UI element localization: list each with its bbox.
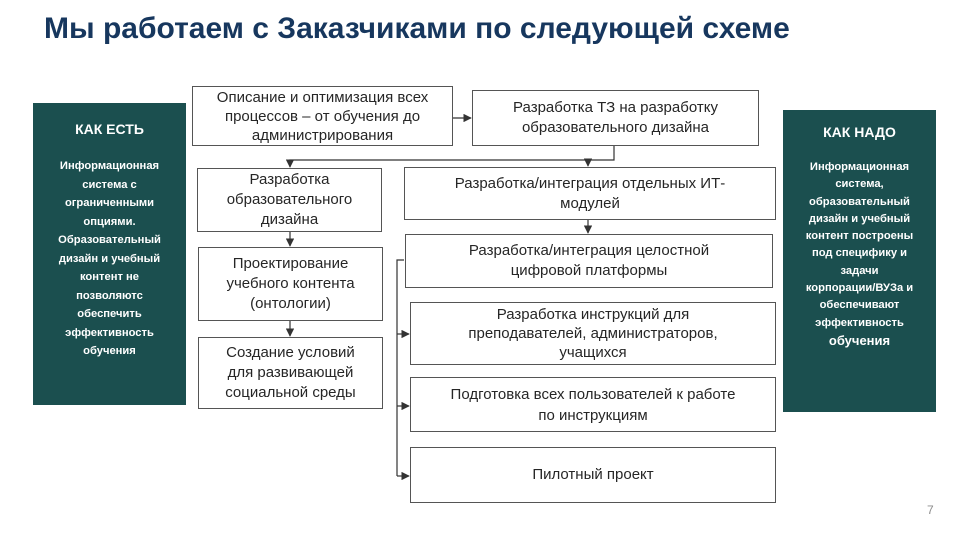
box-line: Разработка/интеграция отдельных ИТ- — [454, 174, 726, 192]
to-be-line: под специфику и — [811, 247, 908, 260]
tz-development-box: Разработка ТЗ на разработку образователь… — [472, 90, 759, 146]
arrow-tz-branch — [285, 146, 615, 168]
box-line: Пилотный проект — [532, 466, 654, 483]
box-line: для развивающей — [227, 364, 354, 381]
box-line: по инструкциям — [538, 406, 648, 424]
box-line: дизайна — [260, 211, 319, 228]
as-is-header: КАК ЕСТЬ — [75, 121, 144, 137]
to-be-line: эффективность — [815, 316, 904, 329]
social-environment-box: Создание условий для развивающей социаль… — [198, 337, 383, 409]
as-is-line: эффективность — [65, 326, 154, 339]
as-is-line: Образовательный — [58, 234, 161, 246]
process-description-box: Описание и оптимизация всех процессов – … — [192, 86, 453, 146]
as-is-panel: КАК ЕСТЬ Информационная система с ограни… — [33, 103, 186, 405]
box-line: модулей — [560, 194, 620, 212]
to-be-line: система, — [835, 178, 884, 191]
box-line: учащихся — [559, 344, 627, 361]
to-be-line: Информационная — [809, 161, 910, 173]
box-line: Создание условий — [226, 344, 355, 361]
content-design-box: Проектирование учебного контента (онтоло… — [198, 247, 383, 321]
to-be-line: задачи — [840, 264, 879, 277]
as-is-line: контент не — [79, 271, 140, 283]
box-line: Разработка инструкций для — [496, 306, 690, 323]
as-is-line: позволяютс — [76, 289, 143, 302]
as-is-line: опциями. — [83, 215, 136, 228]
as-is-line: обучения — [83, 345, 136, 357]
box-line: (онтологии) — [250, 295, 331, 312]
box-line: Описание и оптимизация всех — [216, 88, 429, 106]
to-be-panel: КАК НАДО Информационная система, образов… — [783, 110, 936, 412]
pilot-project-box: Пилотный проект — [410, 447, 776, 503]
box-line: администрирования — [251, 126, 394, 144]
as-is-line: ограниченными — [64, 197, 155, 209]
page-number: 7 — [927, 503, 934, 517]
to-be-line: образовательный — [809, 195, 910, 208]
box-line: процессов – от обучения до — [224, 107, 421, 125]
to-be-line: корпорации/ВУЗа и — [805, 282, 914, 295]
page-title: Мы работаем с Заказчиками по следующей с… — [44, 12, 790, 45]
digital-platform-box: Разработка/интеграция целостной цифровой… — [405, 234, 773, 288]
box-line: Разработка — [249, 171, 330, 188]
box-line: учебного контента — [226, 275, 355, 292]
box-line: социальной среды — [225, 384, 356, 401]
user-training-box: Подготовка всех пользователей к работе п… — [410, 377, 776, 432]
as-is-description: Информационная система с ограниченными о… — [41, 157, 178, 361]
box-line: Подготовка всех пользователей к работе — [450, 385, 736, 403]
to-be-line: контент построены — [805, 230, 914, 243]
it-modules-box: Разработка/интеграция отдельных ИТ- моду… — [404, 167, 776, 220]
as-is-line: дизайн и учебный — [58, 252, 161, 265]
box-line: Проектирование — [232, 255, 349, 272]
to-be-line: обучения — [828, 332, 891, 348]
arrow-platform-bracket — [396, 259, 404, 476]
instructions-box: Разработка инструкций для преподавателей… — [410, 302, 776, 365]
as-is-line: Информационная — [59, 160, 160, 172]
edu-design-box: Разработка образовательного дизайна — [197, 168, 382, 232]
to-be-line: дизайн и учебный — [808, 212, 911, 225]
to-be-description: Информационная система, образовательный … — [789, 159, 930, 349]
box-line: образовательного дизайна — [521, 119, 710, 136]
to-be-header: КАК НАДО — [823, 124, 896, 140]
as-is-line: обеспечить — [77, 308, 142, 320]
box-line: цифровой платформы — [510, 262, 668, 279]
box-line: Разработка/интеграция целостной — [468, 242, 710, 259]
box-line: преподавателей, администраторов, — [468, 325, 718, 342]
box-line: Разработка ТЗ на разработку — [513, 99, 718, 116]
as-is-line: система с — [82, 178, 137, 191]
to-be-line: обеспечивают — [819, 299, 900, 312]
box-line: образовательного — [226, 191, 353, 208]
